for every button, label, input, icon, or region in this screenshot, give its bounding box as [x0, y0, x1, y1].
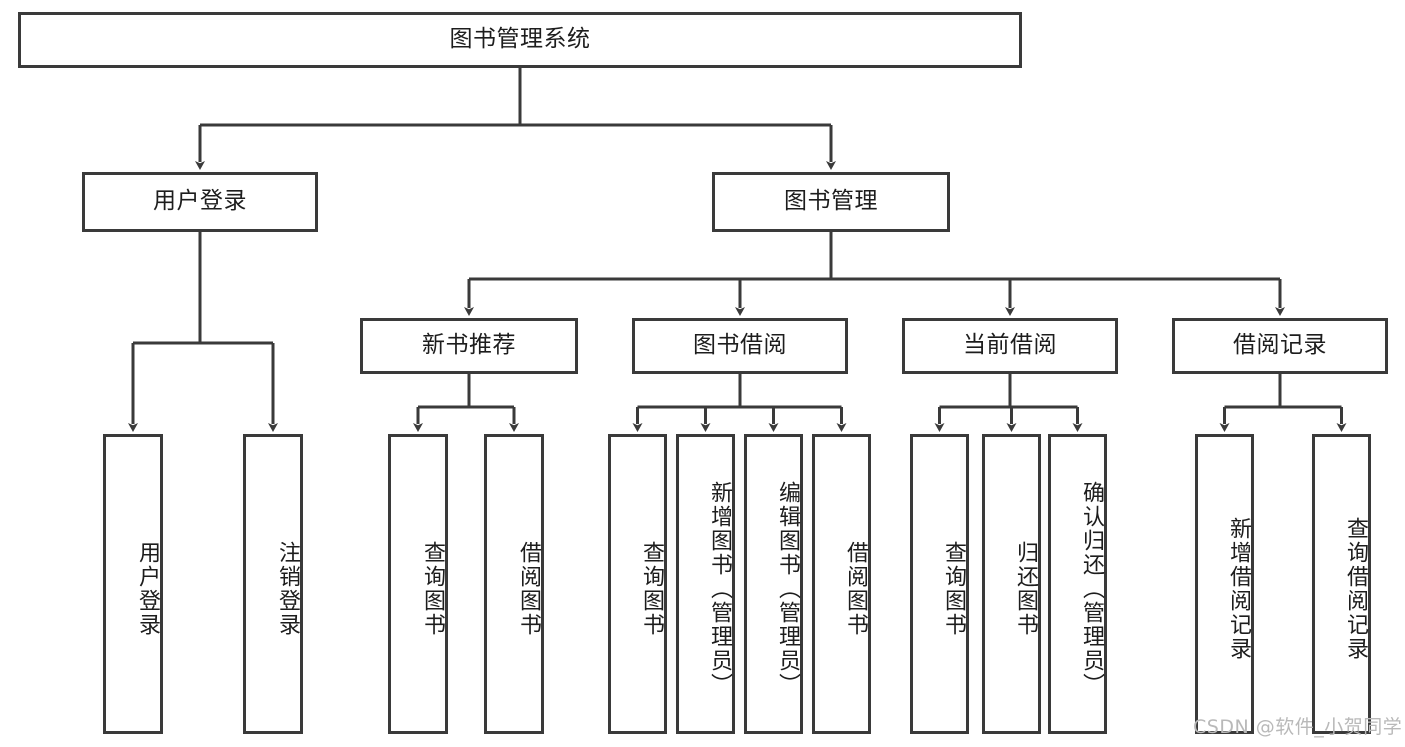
node-label: 图书管理系统: [449, 26, 591, 53]
node-label: 新增借阅记录: [1226, 517, 1251, 661]
watermark: CSDN @软件_小贺同学: [1193, 716, 1403, 738]
node-current-borrow: 当前借阅: [902, 318, 1118, 374]
node-label: 用户登录: [135, 541, 160, 637]
node-leaf-edit-book: 编辑图书（管理员）: [744, 434, 803, 734]
node-leaf-query-book-3: 查询图书: [910, 434, 969, 734]
node-leaf-add-record: 新增借阅记录: [1195, 434, 1254, 734]
node-new-book-recommend: 新书推荐: [360, 318, 578, 374]
node-label: 新书推荐: [422, 332, 516, 359]
node-label: 用户登录: [153, 188, 247, 215]
node-label: 查询图书: [420, 541, 445, 637]
node-label: 借阅图书: [843, 541, 868, 637]
node-book-manage: 图书管理: [712, 172, 950, 232]
node-user-login: 用户登录: [82, 172, 318, 232]
node-label: 编辑图书（管理员）: [775, 481, 800, 697]
node-leaf-logout: 注销登录: [243, 434, 303, 734]
node-leaf-return-book: 归还图书: [982, 434, 1041, 734]
node-label: 注销登录: [275, 541, 300, 637]
node-label: 归还图书: [1013, 541, 1038, 637]
node-leaf-borrow-book-2: 借阅图书: [812, 434, 871, 734]
node-label: 新增图书（管理员）: [707, 481, 732, 697]
node-label: 查询图书: [941, 541, 966, 637]
node-leaf-confirm-return: 确认归还（管理员）: [1048, 434, 1107, 734]
node-leaf-user-login: 用户登录: [103, 434, 163, 734]
node-label: 查询图书: [639, 541, 664, 637]
node-leaf-query-book-1: 查询图书: [388, 434, 448, 734]
node-label: 当前借阅: [963, 332, 1057, 359]
node-root: 图书管理系统: [18, 12, 1022, 68]
node-leaf-query-book-2: 查询图书: [608, 434, 667, 734]
node-label: 借阅记录: [1233, 332, 1327, 359]
node-borrow-record: 借阅记录: [1172, 318, 1388, 374]
node-label: 图书管理: [784, 188, 878, 215]
node-label: 借阅图书: [516, 541, 541, 637]
node-leaf-borrow-book-1: 借阅图书: [484, 434, 544, 734]
node-leaf-query-record: 查询借阅记录: [1312, 434, 1371, 734]
node-label: 图书借阅: [693, 332, 787, 359]
node-leaf-add-book: 新增图书（管理员）: [676, 434, 735, 734]
node-book-borrow: 图书借阅: [632, 318, 848, 374]
node-label: 确认归还（管理员）: [1079, 481, 1104, 697]
node-label: 查询借阅记录: [1343, 517, 1368, 661]
